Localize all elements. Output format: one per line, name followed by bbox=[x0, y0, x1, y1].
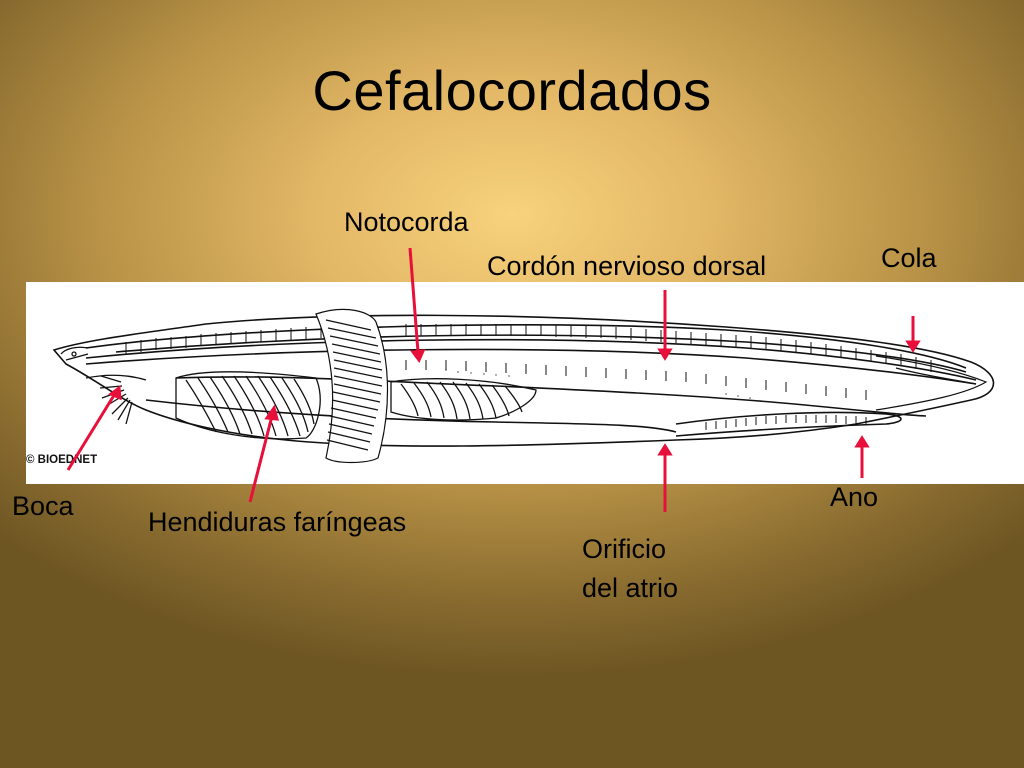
ventral-line bbox=[145, 399, 677, 433]
label-hendiduras-faringeas: Hendiduras faríngeas bbox=[148, 507, 407, 537]
label-orificio-line2: del atrio bbox=[582, 573, 679, 603]
label-cordon-nervioso-dorsal: Cordón nervioso dorsal bbox=[487, 251, 767, 281]
muscle-block bbox=[315, 308, 389, 464]
myomere-ticks bbox=[125, 324, 932, 430]
dorsal-fin-line bbox=[85, 324, 967, 369]
label-orificio-line1: Orificio bbox=[582, 534, 667, 564]
copyright-text: © BIOEDNET bbox=[26, 453, 98, 467]
stipple bbox=[445, 369, 751, 399]
label-cola: Cola bbox=[881, 243, 937, 273]
pharyngeal-slits bbox=[175, 371, 537, 440]
atrium-tube bbox=[675, 411, 902, 437]
notochord-top bbox=[85, 338, 977, 381]
notochord-bottom bbox=[85, 348, 977, 385]
label-notocorda: Notocorda bbox=[344, 207, 469, 237]
lancelet-diagram: © BIOEDNET bbox=[26, 282, 1024, 484]
label-boca: Boca bbox=[12, 491, 74, 521]
nerve-cord-top bbox=[115, 334, 967, 373]
label-ano: Ano bbox=[830, 482, 879, 512]
lancelet-drawing bbox=[52, 308, 995, 464]
slide-title: Cefalocordados bbox=[312, 59, 712, 122]
tail-fin bbox=[875, 355, 988, 411]
gut-line bbox=[175, 376, 927, 417]
